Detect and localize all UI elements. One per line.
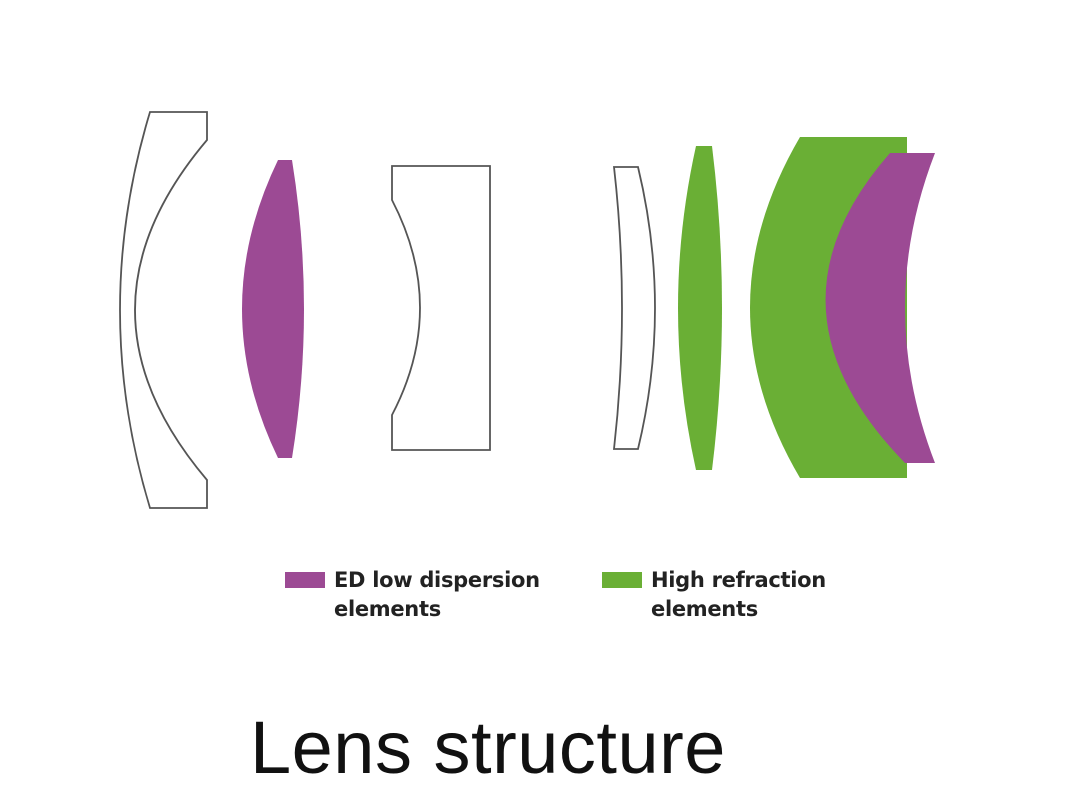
- lens-element-5-high-refraction: [678, 146, 722, 470]
- legend-label-ed-line2: elements: [334, 597, 441, 621]
- legend-label-hr-line1: High refraction: [651, 568, 826, 592]
- legend-item-ed: ED low dispersion elements: [285, 566, 540, 624]
- lens-element-4-outline: [612, 166, 656, 450]
- diagram-title: Lens structure: [250, 706, 726, 789]
- lens-element-2-ed: [242, 160, 304, 458]
- legend-label-hr-line2: elements: [651, 597, 758, 621]
- legend-label-ed-line1: ED low dispersion: [334, 568, 540, 592]
- legend-item-high-refraction: High refraction elements: [602, 566, 826, 624]
- legend-swatch-high-refraction: [602, 572, 642, 588]
- lens-element-1-outline: [119, 111, 208, 509]
- lens-element-7-ed: [825, 153, 935, 463]
- lens-element-3-outline: [391, 165, 491, 451]
- legend-swatch-ed: [285, 572, 325, 588]
